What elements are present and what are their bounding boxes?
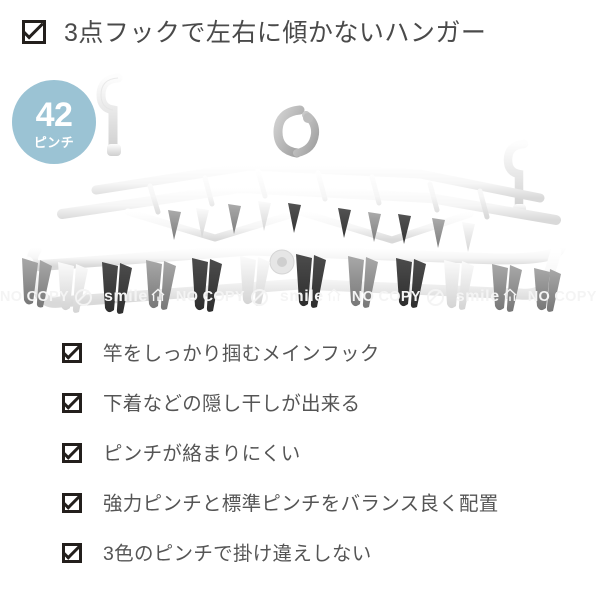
list-item: 強力ピンチと標準ピンチをバランス良く配置 <box>0 476 600 526</box>
watermark-unit: NO COPY smile <box>176 287 346 308</box>
front-clip-row <box>22 254 561 314</box>
house-icon <box>150 287 166 308</box>
watermark-unit: NO COPY smile <box>352 287 522 308</box>
product-photo: 42 ピンチ NO COPY smile NO COPY smile NO CO… <box>0 62 600 320</box>
watermark-band: NO COPY smile NO COPY smile NO COPY smil… <box>0 284 600 310</box>
watermark-unit: NO COPY smile <box>0 287 170 308</box>
page-title-bar: 3点フックで左右に傾かないハンガー <box>0 0 600 62</box>
feature-list: 竿をしっかり掴むメインフック 下着などの隠し干しが出来る ピンチが絡まりにくい … <box>0 326 600 576</box>
left-hook <box>96 73 123 156</box>
pinch-count-unit: ピンチ <box>33 134 75 150</box>
watermark-unit: NO COPY smile <box>528 287 600 308</box>
no-copy-circle-slash-icon <box>250 288 268 306</box>
pinch-count-number: 42 <box>35 95 73 134</box>
list-item: 下着などの隠し干しが出来る <box>0 376 600 426</box>
hanger-upper-frame <box>57 161 561 244</box>
feature-label: 3色のピンチで掛け違えしない <box>103 542 372 565</box>
watermark-text: NO COPY <box>527 289 597 305</box>
checkbox-checked-icon <box>61 390 85 413</box>
watermark-text: NO COPY <box>0 289 69 305</box>
page-title: 3点フックで左右に傾かないハンガー <box>64 19 487 47</box>
feature-label: 強力ピンチと標準ピンチをバランス良く配置 <box>103 492 499 515</box>
checkbox-checked-icon <box>61 440 85 463</box>
list-item: ピンチが絡まりにくい <box>0 426 600 476</box>
checkbox-checked-icon <box>61 540 85 563</box>
list-item: 3色のピンチで掛け違えしない <box>0 526 600 576</box>
watermark-text: NO COPY <box>351 289 421 305</box>
checkbox-checked-icon <box>22 17 50 45</box>
no-copy-circle-slash-icon <box>74 288 92 306</box>
feature-label: ピンチが絡まりにくい <box>103 442 301 465</box>
watermark-brand: smile <box>455 288 500 305</box>
pinch-count-badge: 42 ピンチ <box>12 80 96 164</box>
house-icon <box>502 287 518 308</box>
list-item: 竿をしっかり掴むメインフック <box>0 326 600 376</box>
no-copy-circle-slash-icon <box>426 288 444 306</box>
watermark-brand: smile <box>103 288 148 305</box>
watermark-brand: smile <box>279 288 324 305</box>
checkbox-checked-icon <box>61 490 85 513</box>
feature-label: 下着などの隠し干しが出来る <box>103 392 361 415</box>
inner-clip-row <box>168 201 475 252</box>
feature-label: 竿をしっかり掴むメインフック <box>103 342 380 365</box>
checkbox-checked-icon <box>61 340 85 363</box>
house-icon <box>326 287 342 308</box>
watermark-text: NO COPY <box>175 289 245 305</box>
right-hook <box>503 139 529 216</box>
hanger-illustration <box>22 73 566 314</box>
